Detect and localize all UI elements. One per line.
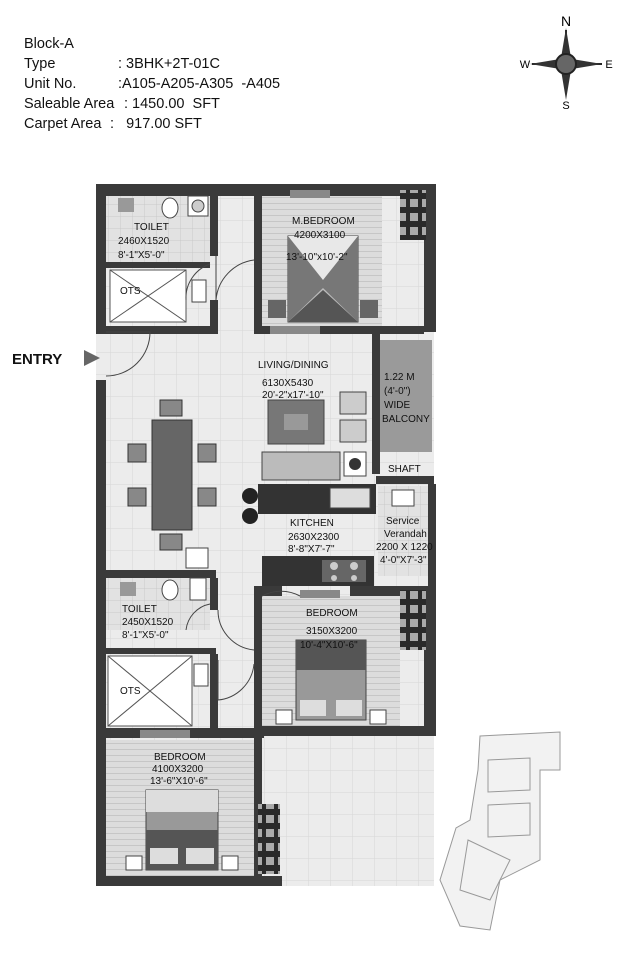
washbasin-icon	[391, 489, 415, 507]
compass-e: E	[605, 59, 612, 71]
shaft-label: SHAFT	[388, 464, 421, 475]
balcony-l4: BALCONY	[382, 414, 430, 425]
unit-value: :A105-A205-A305 -A405	[118, 76, 281, 92]
unit-info: Block-A Type : 3BHK+2T-01C Unit No. :A105-…	[24, 34, 280, 134]
window-living	[270, 326, 320, 334]
bed2-name: BEDROOM	[306, 608, 358, 619]
balcony-l1: 1.22 M	[384, 372, 415, 383]
kitchen-mm: 2630X2300	[288, 532, 340, 543]
mbed-bed	[268, 235, 378, 323]
bed2-bed	[275, 639, 387, 725]
ots2-label: OTS	[120, 686, 141, 697]
living-name: LIVING/DINING	[258, 360, 329, 371]
window-mbed	[290, 190, 330, 198]
block-label: Block-A	[24, 36, 74, 52]
living-furniture	[261, 391, 367, 481]
service-l2: Verandah	[384, 529, 427, 540]
window-bed3	[140, 730, 190, 738]
compass-s: S	[562, 100, 569, 110]
bed3-mm: 4100X3200	[152, 764, 204, 775]
compass-icon: N S E W	[520, 14, 613, 110]
compass-n: N	[561, 14, 571, 29]
bed3-bed	[125, 789, 239, 871]
labels: TOILET 2460X1520 8'-1"X5'-0" OTS M.BEDRO…	[118, 216, 433, 787]
living-mm: 6130X5430	[262, 378, 314, 389]
carpet-row: Carpet Area : 917.00 SFT	[24, 114, 280, 134]
entry-arrow-icon	[84, 350, 100, 366]
window-rack-2	[400, 590, 426, 650]
ots2	[107, 655, 193, 727]
toilet1-ft: 8'-1"X5'-0"	[118, 250, 165, 261]
service-mm: 2200 X 1220	[376, 542, 433, 553]
service-l1: Service	[386, 516, 420, 527]
toilet1-name: TOILET	[134, 222, 169, 233]
toilet2-name: TOILET	[122, 604, 157, 615]
window-rack-1	[400, 190, 426, 240]
door-swings	[105, 256, 301, 701]
bed2-ft: 10'-4"X10'-6"	[300, 640, 358, 651]
mbed-mm: 4200X3100	[294, 230, 346, 241]
unit-label: Unit No.	[24, 76, 77, 92]
toilet2-ft: 8'-1"X5'-0"	[122, 630, 169, 641]
balcony-floor	[380, 340, 432, 452]
saleable-value: : 1450.00 SFT	[124, 96, 220, 112]
bed3-name: BEDROOM	[154, 752, 206, 763]
kitchen-ft: 8'-8"X7'-7"	[288, 544, 335, 555]
toilet2-mm: 2450X1520	[122, 617, 174, 628]
type-label: Type	[24, 56, 56, 72]
toilet1-fixtures	[118, 195, 209, 303]
bed2-mm: 3150X3200	[306, 626, 358, 637]
service-ft: 4'-0"X7'-3"	[380, 555, 427, 566]
window-rack-3	[258, 804, 280, 874]
dining-table	[127, 399, 217, 551]
toilet2-fixtures	[120, 547, 209, 687]
carpet-label: Carpet Area	[24, 116, 102, 132]
type-value: : 3BHK+2T-01C	[118, 56, 220, 72]
kitchen-counters	[242, 484, 376, 586]
toilet1-mm: 2460X1520	[118, 236, 170, 247]
key-plan	[439, 731, 561, 931]
mbed-name: M.BEDROOM	[292, 216, 355, 227]
kitchen-name: KITCHEN	[290, 518, 334, 529]
ots1	[109, 269, 187, 323]
ots1-label: OTS	[120, 286, 141, 297]
bed3-ft: 13'-6"X10'-6"	[150, 776, 208, 787]
compass-w: W	[520, 59, 531, 71]
mbed-ft: 13'-10"x10'-2"	[286, 252, 348, 263]
saleable-row: Saleable Area : 1450.00 SFT	[24, 94, 280, 114]
type-row: Type : 3BHK+2T-01C	[24, 54, 280, 74]
living-ft: 20'-2"x17'-10"	[262, 390, 324, 401]
unit-row: Unit No. :A105-A205-A305 -A405	[24, 74, 280, 94]
carpet-value: : 917.00 SFT	[110, 116, 202, 132]
balcony-l3: WIDE	[384, 400, 410, 411]
saleable-label: Saleable Area	[24, 96, 115, 112]
window-bed2	[300, 590, 340, 598]
entry-label: ENTRY	[12, 351, 62, 368]
balcony-l2: (4'-0")	[384, 386, 411, 397]
